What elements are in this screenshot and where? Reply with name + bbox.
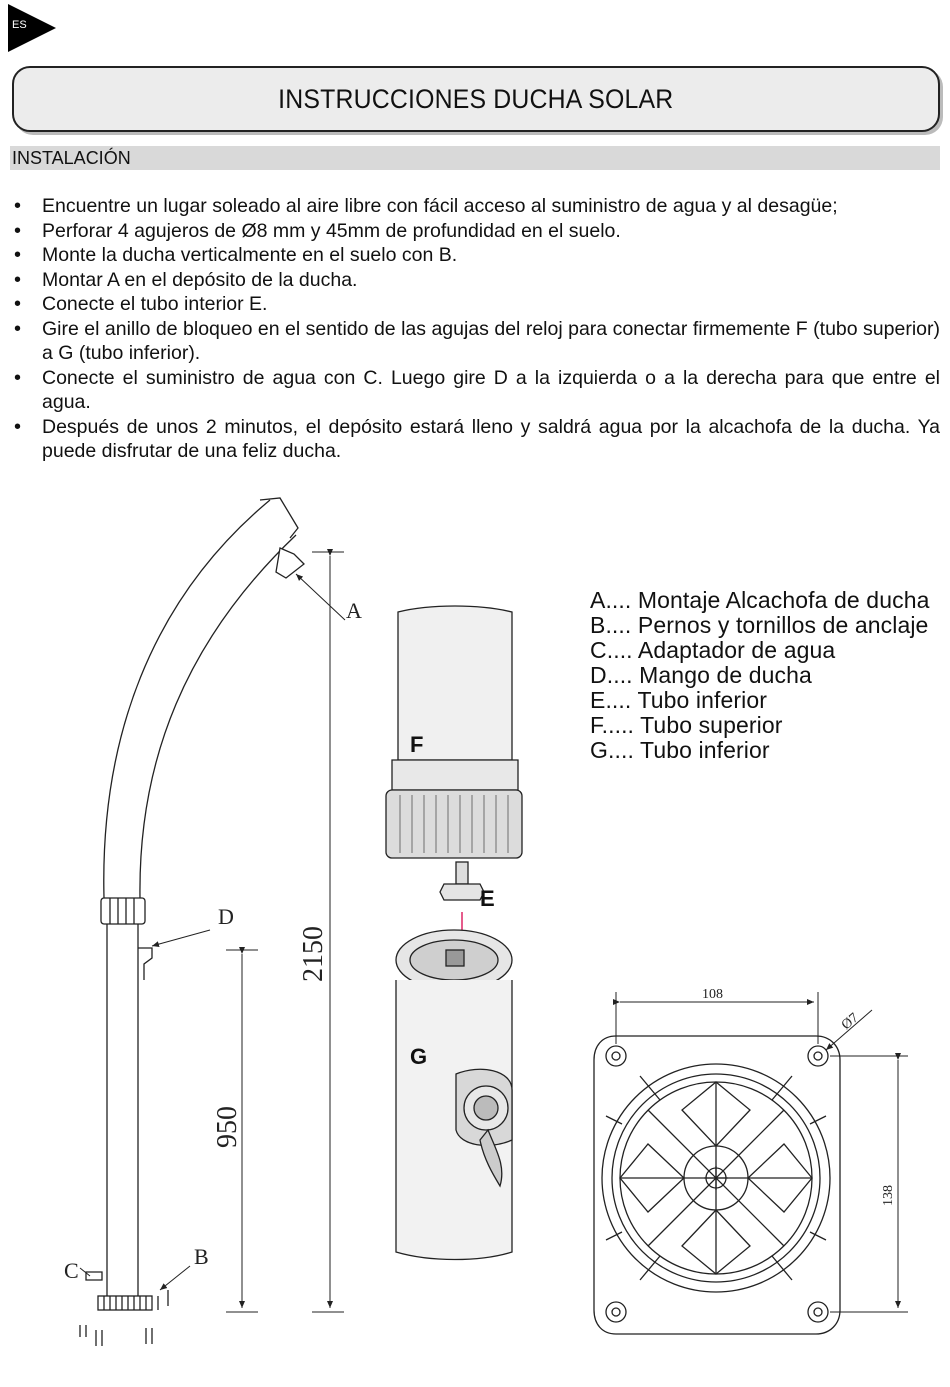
dim-2150: 2150	[298, 926, 329, 982]
tube-assembly-drawing	[385, 605, 523, 1261]
language-tab: ES	[8, 4, 56, 52]
legend-item: A.... Montaje Alcachofa de ducha	[590, 587, 930, 613]
shower-column-drawing	[79, 497, 305, 1346]
list-item: Gire el anillo de bloqueo en el sentido …	[10, 317, 940, 366]
page-title: INSTRUCCIONES DUCHA SOLAR	[278, 83, 674, 114]
label-c: C	[64, 1258, 79, 1283]
list-item: Conecte el tubo interior E.	[10, 292, 940, 317]
section-heading: INSTALACIÓN	[10, 146, 940, 170]
label-b: B	[194, 1244, 209, 1269]
list-item: Conecte el suministro de agua con C. Lue…	[10, 366, 940, 415]
label-e: E	[480, 886, 495, 911]
list-item: Encuentre un lugar soleado al aire libre…	[10, 194, 940, 219]
parts-legend: A.... Montaje Alcachofa de ducha B.... P…	[590, 588, 929, 763]
list-item: Monte la ducha verticalmente en el suelo…	[10, 243, 940, 268]
label-g: G	[410, 1044, 427, 1069]
legend-item: G.... Tubo inferior	[590, 737, 770, 763]
legend-item: F..... Tubo superior	[590, 712, 783, 738]
legend-item: E.... Tubo inferior	[590, 687, 768, 713]
legend-item: D.... Mango de ducha	[590, 662, 812, 688]
list-item: Perforar 4 agujeros de Ø8 mm y 45mm de p…	[10, 219, 940, 244]
language-code: ES	[12, 19, 27, 31]
list-item: Después de unos 2 minutos, el depósito e…	[10, 415, 940, 464]
dim-hole: Ø7	[839, 1011, 862, 1033]
base-dimensions	[613, 992, 908, 1313]
instruction-list: Encuentre un lugar soleado al aire libre…	[10, 194, 940, 464]
label-d: D	[218, 904, 234, 929]
height-dimensions	[79, 549, 346, 1313]
dim-138: 138	[881, 1185, 896, 1206]
dim-108: 108	[702, 987, 723, 1002]
legend-item: B.... Pernos y tornillos de anclaje	[590, 612, 929, 638]
dim-950: 950	[212, 1106, 243, 1148]
label-f: F	[410, 732, 423, 757]
title-box: INSTRUCCIONES DUCHA SOLAR	[12, 66, 940, 132]
list-item: Montar A en el depósito de la ducha.	[10, 268, 940, 293]
base-plate-drawing	[593, 1035, 841, 1335]
legend-item: C.... Adaptador de agua	[590, 637, 836, 663]
label-a: A	[346, 598, 362, 623]
